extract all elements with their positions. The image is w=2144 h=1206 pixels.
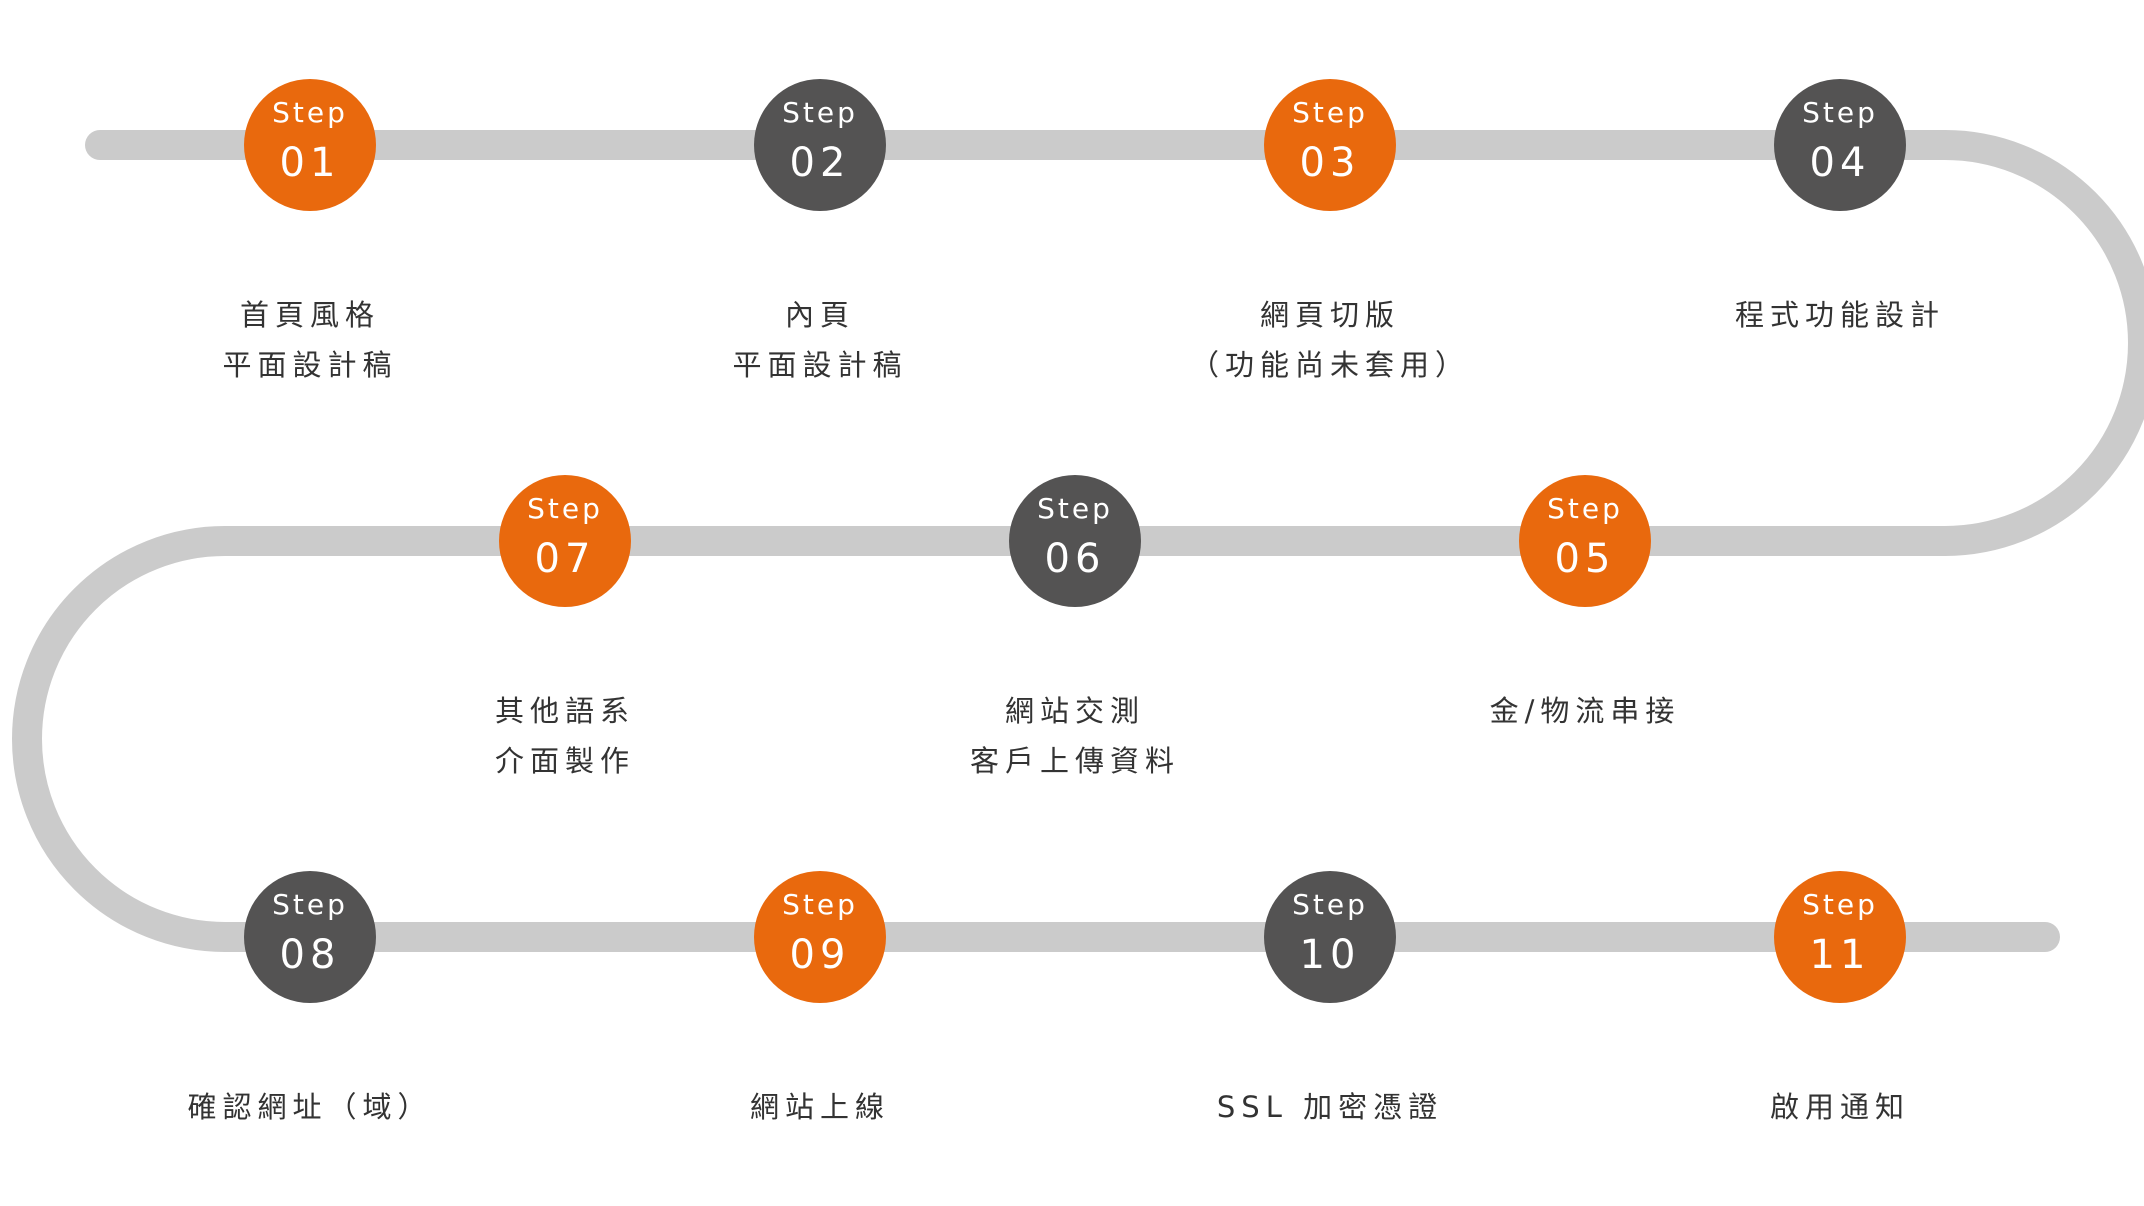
step-06-label: 網站交測客戶上傳資料: [875, 686, 1275, 786]
step-10-circle: Step 10: [1264, 871, 1396, 1003]
step-10-label: SSL 加密憑證: [1130, 1082, 1530, 1132]
step-number: 01: [279, 140, 341, 186]
step-06-circle: Step 06: [1009, 475, 1141, 607]
step-04-circle: Step 04: [1774, 79, 1906, 211]
step-number: 05: [1554, 536, 1616, 582]
step-label-line: 首頁風格: [239, 298, 380, 332]
step-label-line: 啟用通知: [1769, 1090, 1910, 1124]
step-02-circle: Step 02: [754, 79, 886, 211]
step-keyword: Step: [1292, 96, 1368, 129]
step-04-label: 程式功能設計: [1640, 290, 2040, 340]
step-08-circle: Step 08: [244, 871, 376, 1003]
step-keyword: Step: [1037, 492, 1113, 525]
step-09-label: 網站上線: [620, 1082, 1020, 1132]
step-keyword: Step: [1802, 96, 1878, 129]
step-keyword: Step: [272, 96, 348, 129]
step-07-label: 其他語系介面製作: [365, 686, 765, 786]
step-01-circle: Step 01: [244, 79, 376, 211]
step-label-line: 其他語系: [494, 694, 635, 728]
step-label-line: 金/物流串接: [1489, 694, 1681, 728]
step-number: 06: [1044, 536, 1106, 582]
step-keyword: Step: [782, 96, 858, 129]
step-label-line: 網站上線: [749, 1090, 890, 1124]
step-05-circle: Step 05: [1519, 475, 1651, 607]
step-label-line: 網站交測: [1004, 694, 1145, 728]
step-label-line: 平面設計稿: [222, 348, 398, 382]
step-label-line: 平面設計稿: [732, 348, 908, 382]
step-keyword: Step: [1547, 492, 1623, 525]
step-keyword: Step: [527, 492, 603, 525]
step-number: 07: [534, 536, 596, 582]
step-number: 03: [1299, 140, 1361, 186]
step-02-label: 內頁平面設計稿: [620, 290, 1020, 390]
step-08-label: 確認網址（域）: [110, 1082, 510, 1132]
step-label-line: 客戶上傳資料: [969, 744, 1180, 778]
step-label-line: 介面製作: [494, 744, 635, 778]
step-label-line: 內頁: [784, 298, 855, 332]
step-keyword: Step: [272, 888, 348, 921]
step-label-line: 確認網址（域）: [187, 1090, 433, 1124]
step-05-label: 金/物流串接: [1385, 686, 1785, 736]
step-keyword: Step: [782, 888, 858, 921]
step-keyword: Step: [1292, 888, 1368, 921]
step-keyword: Step: [1802, 888, 1878, 921]
step-11-label: 啟用通知: [1640, 1082, 2040, 1132]
step-number: 04: [1809, 140, 1871, 186]
step-label-line: （功能尚未套用）: [1189, 348, 1470, 382]
step-07-circle: Step 07: [499, 475, 631, 607]
step-label-line: SSL 加密憑證: [1216, 1090, 1444, 1124]
step-label-line: 網頁切版: [1259, 298, 1400, 332]
step-number: 02: [789, 140, 851, 186]
step-01-label: 首頁風格平面設計稿: [110, 290, 510, 390]
step-number: 08: [279, 932, 341, 978]
step-03-label: 網頁切版 （功能尚未套用）: [1130, 290, 1530, 390]
step-03-circle: Step 03: [1264, 79, 1396, 211]
step-number: 10: [1299, 932, 1361, 978]
step-number: 09: [789, 932, 851, 978]
step-09-circle: Step 09: [754, 871, 886, 1003]
step-number: 11: [1809, 932, 1871, 978]
step-11-circle: Step 11: [1774, 871, 1906, 1003]
step-label-line: 程式功能設計: [1734, 298, 1945, 332]
